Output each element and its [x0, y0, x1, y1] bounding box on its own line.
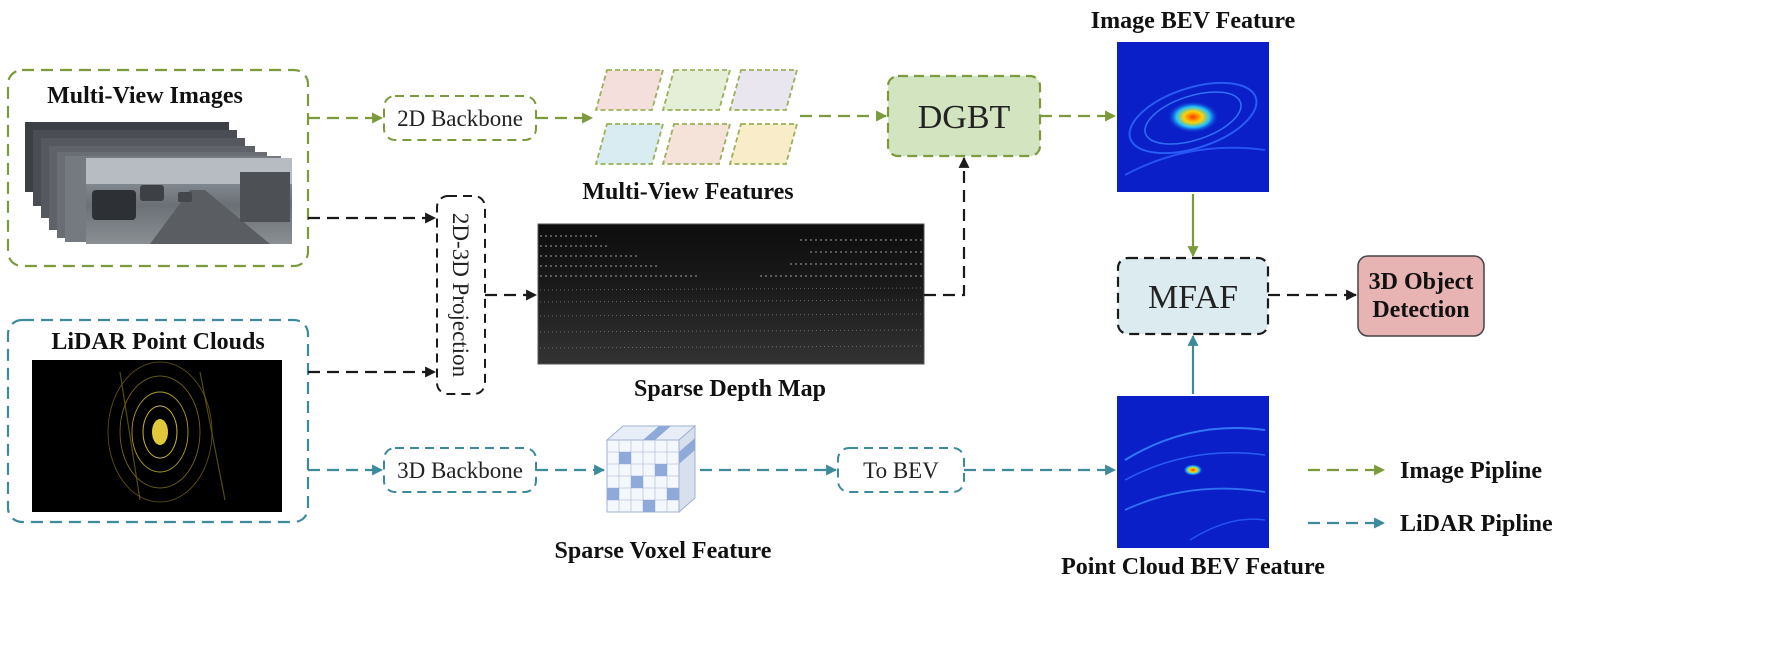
multi-view-images-group [6, 68, 310, 268]
feature-tile [728, 123, 799, 165]
object-detection-label-line1: 3D Object [1369, 269, 1474, 295]
image-pipeline-arrows [308, 110, 1199, 258]
camera-image-stack [25, 122, 292, 244]
sparse-voxel-cube [605, 424, 697, 514]
feature-tile [661, 69, 732, 111]
legend-lidar-pipeline-label: LiDAR Pipline [1400, 511, 1553, 537]
object-detection-box [1357, 255, 1485, 337]
image-bev-heatmap [1117, 42, 1269, 192]
sparse-depth-map-image [537, 223, 925, 365]
multi-view-feature-tiles [594, 69, 799, 165]
object-detection-label-line2: Detection [1372, 297, 1469, 323]
point-cloud-bev-feature-label: Point Cloud BEV Feature [1061, 554, 1325, 580]
feature-tile [728, 69, 799, 111]
feature-tile [594, 69, 665, 111]
point-cloud-bev-heatmap [1117, 396, 1269, 548]
multi-view-features-label: Multi-View Features [582, 179, 793, 205]
dgbt-label: DGBT [918, 99, 1011, 136]
legend: Image Pipline LiDAR Pipline [1308, 458, 1553, 537]
backbone-3d-label: 3D Backbone [397, 458, 523, 483]
to-bev-label: To BEV [863, 458, 939, 483]
projection-2d-3d-box [436, 195, 486, 395]
sparse-depth-map-label: Sparse Depth Map [634, 376, 826, 402]
legend-image-pipeline-label: Image Pipline [1400, 458, 1542, 484]
lidar-pipeline-arrows [308, 334, 1199, 476]
mfaf-box [1116, 256, 1270, 336]
projection-arrows [308, 156, 1358, 378]
backbone-2d-label: 2D Backbone [397, 106, 523, 131]
lidar-point-clouds-label: LiDAR Point Clouds [51, 329, 264, 355]
feature-tile [594, 123, 665, 165]
to-bev-box [837, 447, 965, 493]
sparse-voxel-feature-label: Sparse Voxel Feature [555, 538, 772, 564]
mfaf-label: MFAF [1148, 279, 1238, 316]
projection-2d-3d-label: 2D-3D Projection [448, 213, 473, 378]
lidar-point-clouds-group [6, 318, 310, 524]
feature-tile [661, 123, 732, 165]
arrow-depth-map-to-dgbt [924, 156, 970, 297]
image-bev-feature-label: Image BEV Feature [1091, 8, 1296, 34]
multi-view-images-label: Multi-View Images [47, 83, 243, 109]
lidar-scan-image [32, 360, 282, 512]
